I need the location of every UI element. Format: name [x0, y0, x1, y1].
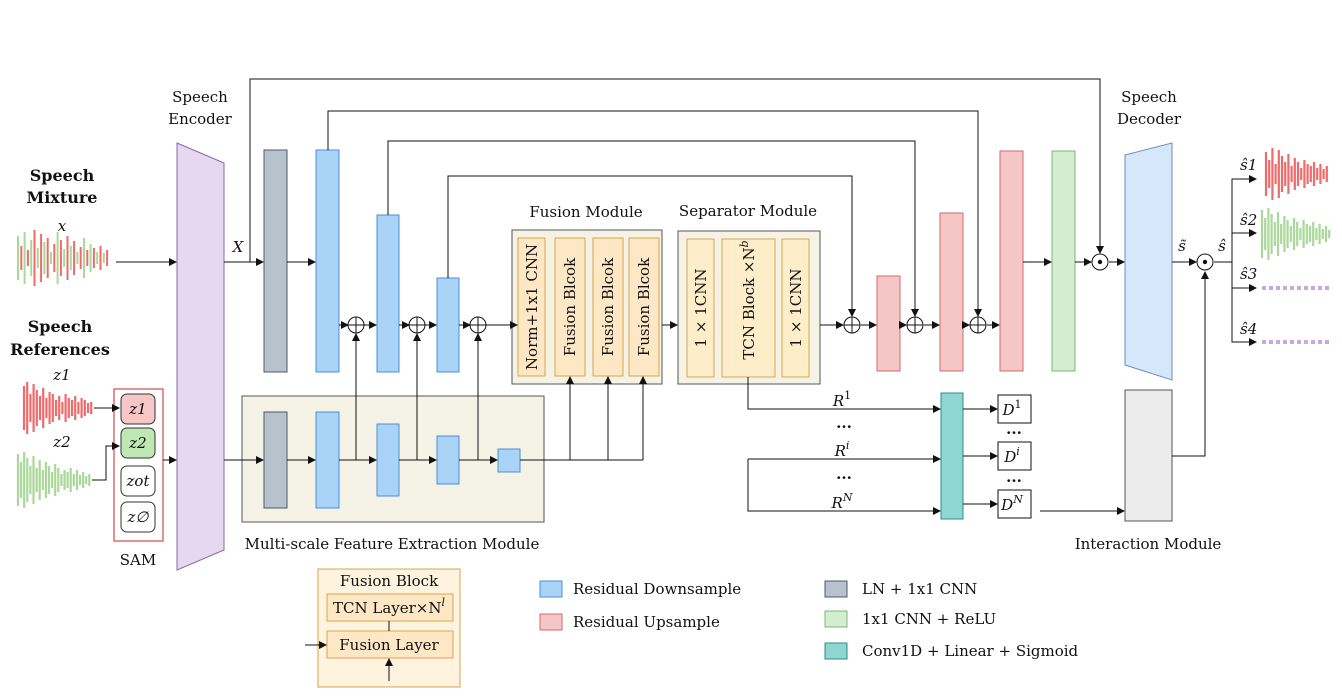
multiply-dot-icon — [1097, 259, 1103, 265]
r-ellipsis: ··· — [836, 418, 852, 436]
separator-cnn-block — [686, 238, 715, 378]
r-label: Ri — [834, 439, 850, 460]
tcn-layer-label: TCN Layer×Nl — [333, 596, 446, 617]
sam-slot-z1 — [120, 393, 156, 425]
speech-decoder-shape — [1124, 142, 1173, 381]
ref1-variable: z1 — [52, 366, 70, 384]
sam-slot-znull — [120, 501, 156, 533]
sam-slot-label: z1 — [128, 400, 146, 418]
fusion-layer-label: Fusion Layer — [339, 636, 439, 654]
fusion-block-text: Fusion Blcok — [599, 257, 617, 356]
main-ln-cnn-block — [263, 149, 288, 373]
output-label: ŝ2 — [1240, 211, 1257, 229]
encoder-output-variable: X — [232, 238, 245, 256]
mixture-variable: x — [58, 217, 67, 235]
sam-slot-label: zot — [126, 472, 151, 490]
connection-lines — [92, 78, 1257, 515]
sam-box — [113, 388, 164, 542]
sam-slot-label: z2 — [128, 434, 146, 452]
mfe-ln-cnn-block — [263, 411, 288, 509]
mfe-downsample-block — [497, 448, 521, 473]
main-downsample-block — [436, 277, 460, 373]
output-label: ŝ4 — [1240, 320, 1257, 338]
d-box — [997, 489, 1032, 519]
legend-label: LN + 1x1 CNN — [862, 580, 977, 598]
reference2-waveform-image — [16, 452, 91, 508]
legend-label: Residual Downsample — [573, 580, 741, 598]
separator-block-text: 1 × 1CNN — [692, 269, 710, 348]
s-hat-label: ŝ — [1218, 237, 1226, 255]
encoder-label-line2: Encoder — [168, 110, 233, 128]
multiply-dot-icon — [1202, 259, 1208, 265]
encoder-label-line1: Speech — [172, 88, 228, 106]
fusion-block-3 — [628, 237, 660, 377]
fusion-block-text: Fusion Blcok — [561, 257, 579, 356]
mfe-downsample-block — [436, 435, 460, 485]
d-box — [997, 394, 1032, 424]
mixture-title-line2: Mixture — [27, 188, 98, 207]
references-title-line2: References — [10, 340, 110, 359]
mfe-downsample-block — [315, 411, 340, 509]
relu-cnn-block — [1051, 150, 1076, 372]
legend-swatch — [824, 580, 848, 598]
legend-swatch — [824, 610, 848, 628]
output1-waveform-image — [1264, 148, 1328, 200]
main-downsample-block — [315, 149, 340, 373]
d-ellipsis: ··· — [1006, 424, 1022, 442]
mfe-downsample-block — [376, 423, 400, 497]
sam-slot-z2 — [120, 427, 156, 459]
separator-tcn-block — [721, 238, 776, 378]
d-box — [997, 441, 1032, 471]
tcn-layer-box — [326, 593, 454, 622]
adder-crosses — [348, 317, 986, 333]
output-label: ŝ3 — [1240, 265, 1257, 283]
fusion-block-text: Norm+1x1 CNN — [523, 244, 541, 370]
legend-swatch — [824, 642, 848, 660]
mfe-module-label: Multi-scale Feature Extraction Module — [245, 535, 540, 553]
sam-label: SAM — [120, 551, 156, 569]
legend-label: Residual Upsample — [573, 613, 720, 631]
r-label: RN — [831, 491, 853, 512]
d-ellipsis: ··· — [1006, 472, 1022, 490]
separator-module-label: Separator Module — [679, 202, 817, 220]
d-label: D1 — [1001, 398, 1021, 419]
interaction-module-label: Interaction Module — [1075, 535, 1222, 553]
main-downsample-block — [376, 214, 400, 373]
reference1-waveform-image — [22, 382, 93, 434]
separator-cnn-block — [781, 238, 810, 378]
mixture-title-line1: Speech — [30, 166, 95, 185]
fusion-norm-cnn-block — [517, 237, 546, 377]
output-label: ŝ1 — [1240, 156, 1257, 174]
interaction-conv-block — [940, 392, 964, 520]
fusion-module-label: Fusion Module — [529, 203, 642, 221]
fusion-block-detail-title: Fusion Block — [340, 572, 439, 590]
speech-encoder-shape — [176, 142, 225, 571]
references-title-line1: Speech — [28, 317, 93, 336]
legend-label: Conv1D + Linear + Sigmoid — [862, 642, 1079, 660]
ref2-variable: z2 — [52, 433, 70, 451]
upsample-block — [876, 275, 901, 372]
mixture-waveform-image — [17, 230, 109, 286]
r-ellipsis: ··· — [836, 469, 852, 487]
d-label: Di — [1003, 445, 1020, 466]
sam-slot-label: z∅ — [127, 508, 150, 526]
output2-waveform-image — [1260, 208, 1331, 260]
s-tilde-label: s̃ — [1178, 237, 1186, 255]
legend-swatch — [539, 613, 563, 631]
upsample-block — [999, 150, 1024, 372]
decoder-label-line1: Speech — [1121, 88, 1177, 106]
legend-label: 1x1 CNN + ReLU — [862, 610, 996, 628]
d-label: DN — [1000, 493, 1023, 514]
legend-swatch — [539, 580, 563, 598]
fusion-block-text: Fusion Blcok — [635, 257, 653, 356]
upsample-block — [939, 212, 964, 372]
sam-slot-zot — [120, 465, 156, 497]
decoder-label-line2: Decoder — [1117, 110, 1182, 128]
separator-block-text: TCN Block ×Nb — [738, 240, 758, 359]
r-label: R1 — [832, 389, 851, 410]
interaction-module-box — [1124, 389, 1173, 522]
separator-block-text: 1 × 1CNN — [787, 269, 805, 348]
